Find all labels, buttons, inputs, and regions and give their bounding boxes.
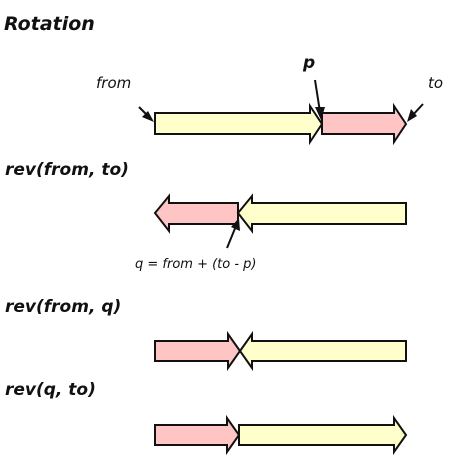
segment-reversed-pink <box>153 193 239 234</box>
partial-reverse-range <box>154 330 407 372</box>
label-from: from <box>96 74 131 92</box>
segment-p-to <box>321 102 408 146</box>
initial-range <box>154 102 408 146</box>
segment-forward-pink <box>154 330 242 372</box>
reversed-range <box>153 193 407 234</box>
to-pointer-arrow <box>407 103 424 122</box>
segment-reversed-yellow <box>236 193 407 234</box>
formula-q: q = from + (to - p) <box>135 257 257 272</box>
label-to: to <box>428 74 443 92</box>
step-label-rev-q-to: rev(q, to) <box>5 380 96 400</box>
segment-from-p <box>154 102 324 146</box>
step-label-rev-from-to: rev(from, to) <box>5 160 129 180</box>
segment-final-yellow <box>238 414 408 456</box>
segment-final-pink <box>154 414 241 456</box>
p-pointer-arrow <box>314 79 325 120</box>
from-pointer-arrow <box>138 106 154 122</box>
rotated-range <box>154 414 408 456</box>
label-p: p <box>302 53 315 73</box>
q-pointer-arrow <box>226 218 240 249</box>
diagram-title: Rotation <box>4 13 95 35</box>
segment-reversed-yellow-2 <box>238 330 407 372</box>
step-label-rev-from-q: rev(from, q) <box>5 297 121 317</box>
